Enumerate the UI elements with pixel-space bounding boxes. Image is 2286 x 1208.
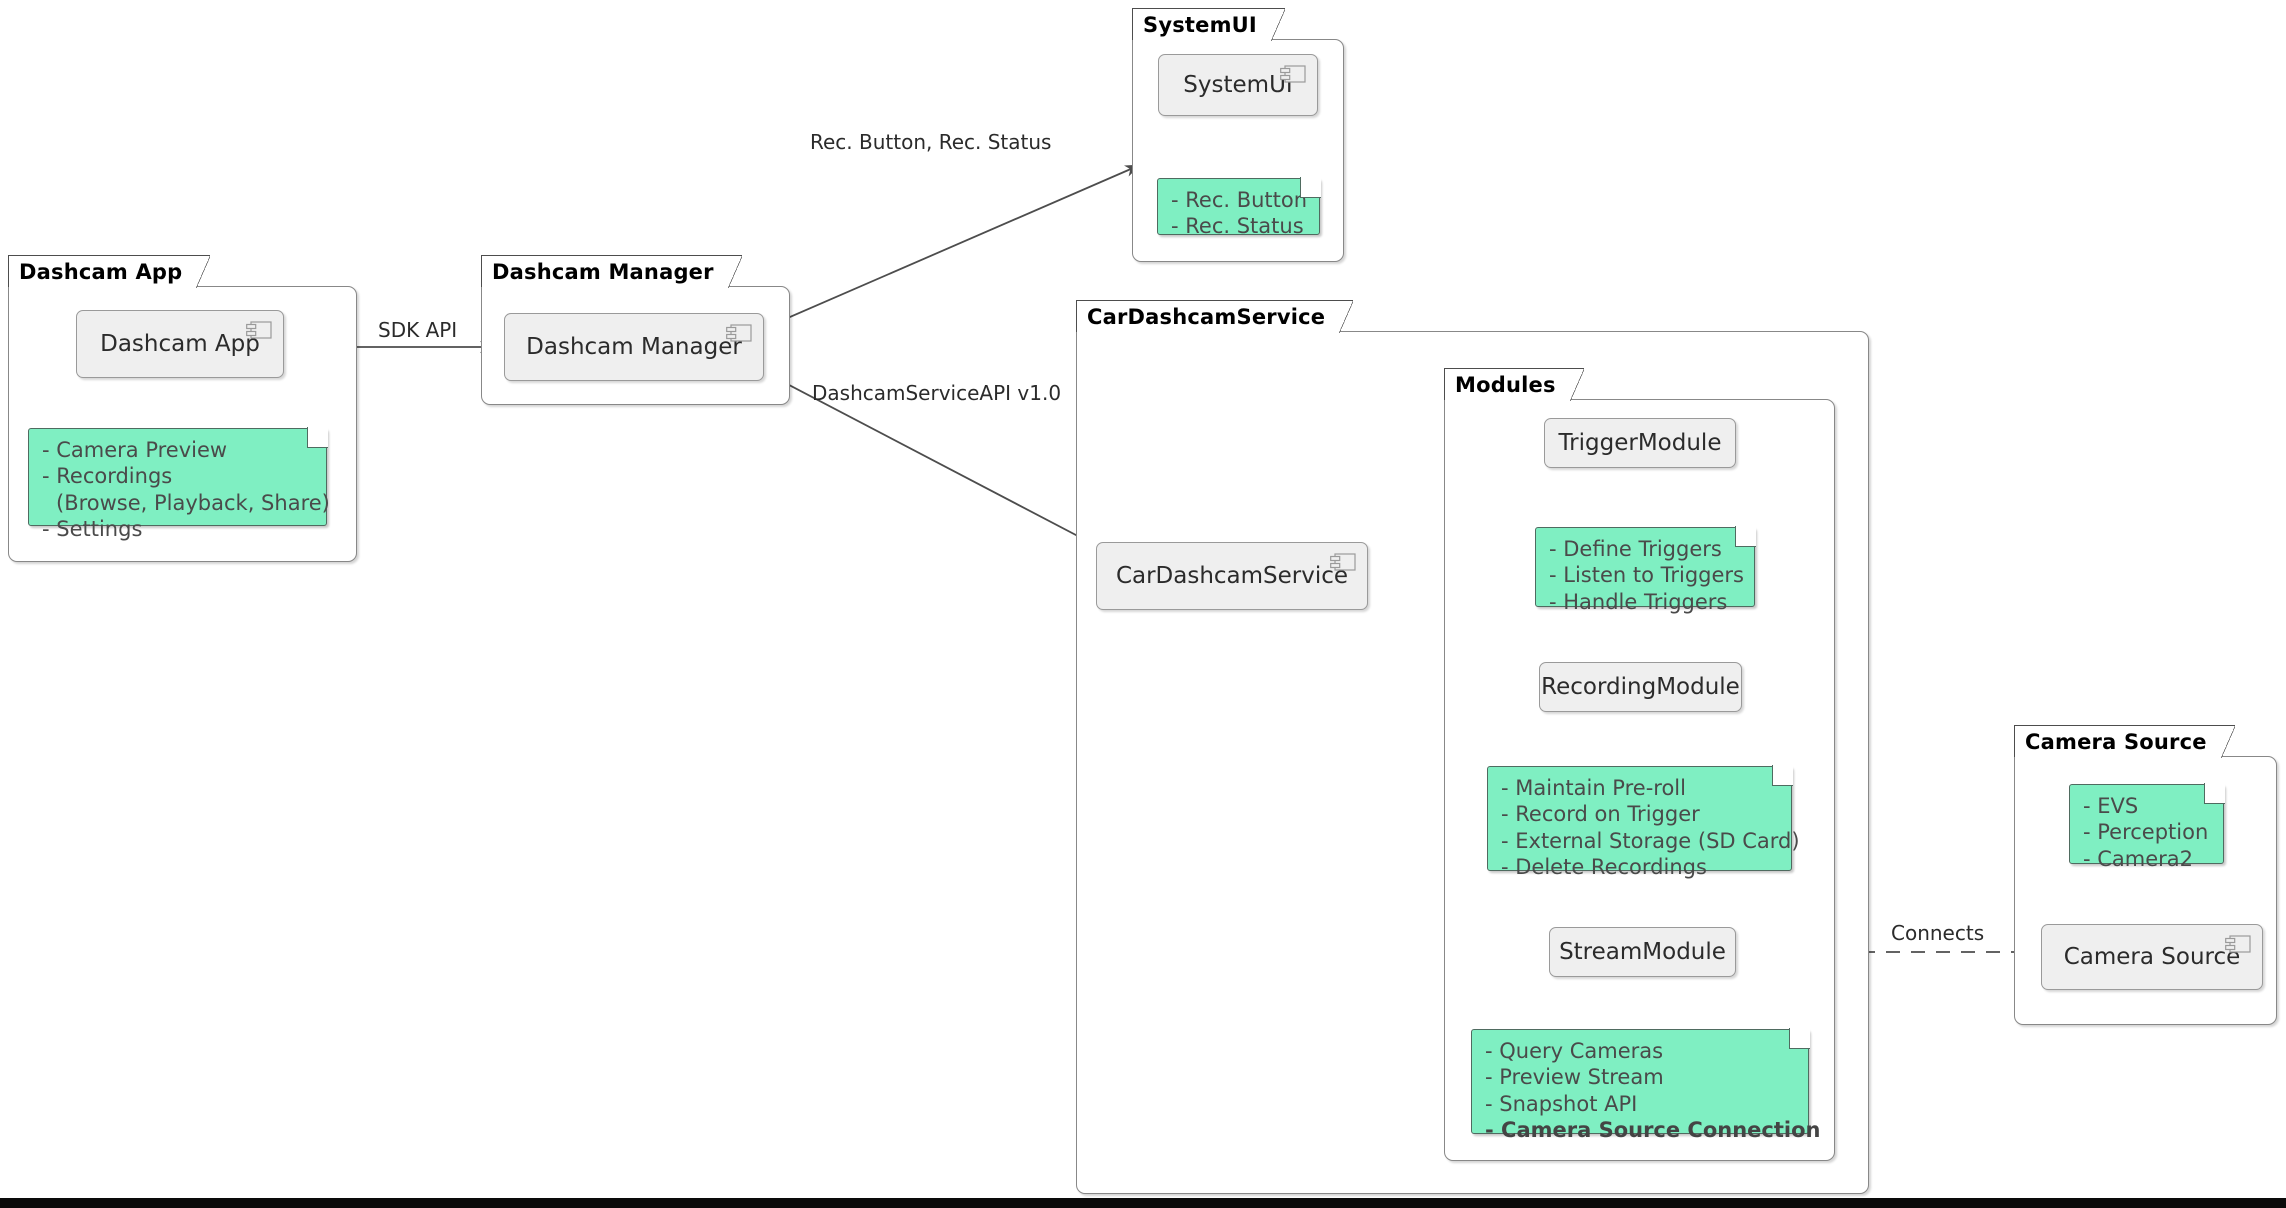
edge-label-sdk-api: SDK API — [378, 318, 458, 342]
package-title-systemui: SystemUI — [1132, 7, 1285, 41]
note-line: - Preview Stream — [1485, 1065, 1664, 1090]
component-streammodule[interactable]: StreamModule — [1549, 927, 1736, 977]
note-line: - Maintain Pre-roll — [1501, 776, 1686, 800]
component-camera-source[interactable]: Camera Source — [2041, 924, 2263, 990]
note-line: - Query Cameras — [1485, 1039, 1664, 1063]
note-line: - Perception — [2083, 820, 2209, 845]
package-title-dashcam-manager: Dashcam Manager — [481, 254, 742, 288]
uml-component-icon — [246, 319, 272, 339]
note-fold-corner — [1788, 1028, 1810, 1050]
note-line: - Delete Recordings — [1501, 855, 1707, 880]
bottom-bar — [0, 1198, 2286, 1208]
edge-label-rec-button-rec-status: Rec. Button, Rec. Status — [810, 130, 1052, 154]
component-systemui[interactable]: SystemUI — [1158, 54, 1318, 116]
component-label-triggermodule: TriggerModule — [1558, 430, 1722, 456]
component-dashcam-manager[interactable]: Dashcam Manager — [504, 313, 764, 381]
edge-label-connects: Connects — [1891, 921, 1985, 945]
note-line: - Settings — [42, 517, 143, 542]
edge-dashcamserviceapi — [769, 374, 1096, 546]
note-line: - Rec. Button — [1171, 188, 1308, 212]
note-line: - Listen to Triggers — [1549, 563, 1744, 588]
note-recordingmodule: - Maintain Pre-roll - Record on Trigger … — [1487, 765, 1800, 879]
note-line: - Camera2 — [2083, 846, 2194, 871]
uml-component-icon — [1330, 551, 1356, 571]
component-dashcam-app[interactable]: Dashcam App — [76, 310, 284, 378]
component-label-dashcam-manager: Dashcam Manager — [526, 334, 742, 360]
package-title-modules: Modules — [1444, 367, 1584, 401]
component-label-systemui: SystemUI — [1183, 72, 1293, 98]
component-label-camera-source: Camera Source — [2063, 944, 2241, 970]
edge-rec-button-rec-status — [759, 164, 1141, 331]
note-line: - Snapshot API — [1485, 1091, 1638, 1116]
note-line: - Rec. Status — [1171, 214, 1304, 239]
package-title-camera-source: Camera Source — [2014, 724, 2235, 758]
component-recordingmodule[interactable]: RecordingModule — [1539, 662, 1742, 712]
component-label-streammodule: StreamModule — [1559, 939, 1726, 965]
note-line-bold: - Camera Source Connection — [1485, 1118, 1821, 1143]
component-label-recordingmodule: RecordingModule — [1541, 674, 1740, 700]
note-dashcam-app: - Camera Preview - Recordings (Browse, P… — [28, 427, 330, 541]
note-line: (Browse, Playback, Share) — [56, 490, 330, 515]
package-title-dashcam-app: Dashcam App — [8, 254, 211, 288]
note-systemui: - Rec. Button - Rec. Status — [1157, 177, 1321, 238]
note-fold-corner — [1734, 526, 1756, 548]
note-fold-corner — [306, 427, 328, 449]
component-label-cardashcamservice: CarDashcamService — [1115, 563, 1349, 589]
note-line: - Record on Trigger — [1501, 802, 1700, 827]
note-line: - Camera Preview — [42, 438, 228, 462]
note-line: - Handle Triggers — [1549, 589, 1728, 614]
note-streammodule: - Query Cameras - Preview Stream - Snaps… — [1471, 1028, 1820, 1142]
component-label-dashcam-app: Dashcam App — [100, 331, 260, 357]
package-title-cardashcamservice: CarDashcamService — [1076, 299, 1354, 333]
note-line: - External Storage (SD Card) — [1501, 828, 1800, 853]
note-fold-corner — [1299, 177, 1321, 199]
note-line: - Define Triggers — [1549, 537, 1722, 561]
uml-component-icon — [2225, 933, 2251, 953]
edge-label-dashcamserviceapi: DashcamServiceAPI v1.0 — [812, 381, 1062, 405]
note-camera-source: - EVS - Perception - Camera2 — [2069, 783, 2225, 871]
component-triggermodule[interactable]: TriggerModule — [1544, 418, 1736, 468]
note-line: - Recordings — [42, 464, 173, 489]
uml-component-icon — [1280, 63, 1306, 83]
component-cardashcamservice[interactable]: CarDashcamService — [1096, 542, 1368, 610]
note-line: - EVS — [2083, 794, 2139, 818]
note-triggermodule: - Define Triggers - Listen to Triggers -… — [1535, 526, 1756, 614]
note-fold-corner — [1771, 765, 1793, 787]
note-fold-corner — [2203, 783, 2225, 805]
uml-component-icon — [726, 322, 752, 342]
